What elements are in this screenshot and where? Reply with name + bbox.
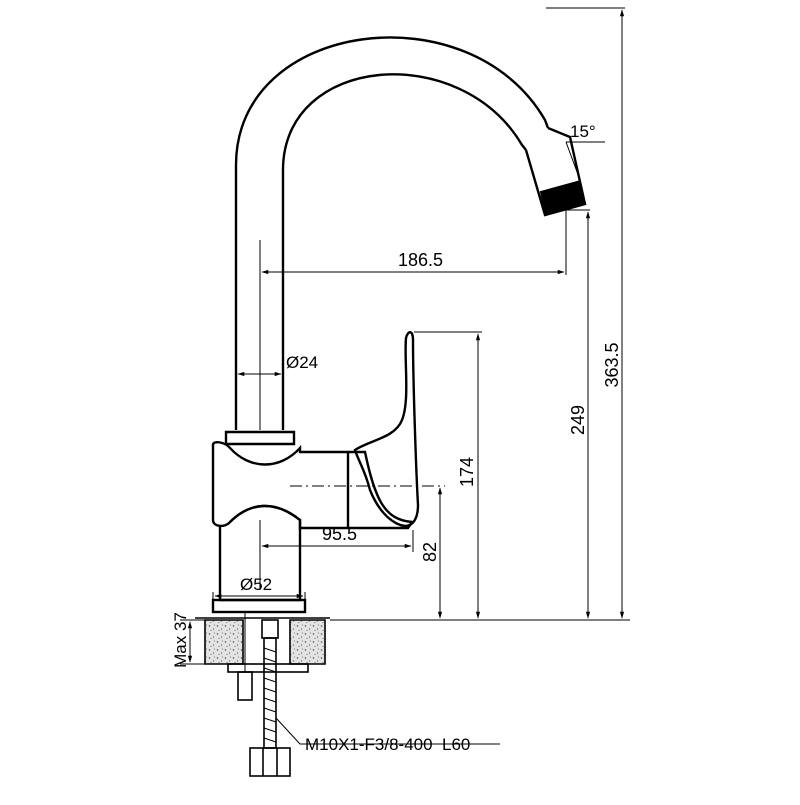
label-spout-reach: 186.5: [398, 250, 443, 270]
hose-leader-line: [275, 717, 500, 745]
flexible-hose: [249, 619, 291, 777]
countertop-left: [204, 619, 244, 665]
hose-nut: [249, 747, 291, 777]
label-max-thickness: Max 37: [171, 612, 190, 668]
lower-body: [218, 504, 302, 602]
spout-outer-contour: [234, 36, 550, 430]
dimension-lines: [187, 9, 625, 745]
label-outlet-height: 249: [568, 405, 588, 435]
lever-handle: [353, 331, 420, 528]
extension-lines: [180, 7, 630, 665]
spout-inner-contour: [281, 73, 527, 430]
spout: [234, 36, 587, 430]
handle-connector: [348, 450, 415, 530]
spout-collar: [224, 430, 296, 446]
label-base-diameter: Ø52: [240, 575, 272, 594]
mounting-washer: [227, 663, 309, 673]
hose-braid: [263, 647, 277, 743]
hose-fitting-top: [261, 619, 279, 639]
label-angle: 15°: [570, 122, 596, 141]
aerator-tip: [540, 181, 585, 215]
stud-bolt: [237, 671, 253, 701]
mixer-body: [211, 440, 350, 530]
label-body-height: 82: [420, 542, 440, 562]
label-hose-spec: M10X1-F3/8-400 L60: [305, 735, 470, 754]
base-plate: [211, 598, 307, 614]
countertop-right: [289, 619, 326, 665]
label-handle-height: 174: [457, 457, 477, 487]
mounting: [195, 612, 330, 777]
faucet-body: [211, 331, 420, 614]
dimension-labels: 15° 186.5 Ø24 363.5 249 174 95.5 82 Ø52 …: [171, 122, 622, 754]
angle-leg: [565, 141, 581, 181]
label-total-height: 363.5: [602, 342, 622, 387]
label-handle-reach: 95.5: [322, 524, 357, 544]
label-tube-diameter: Ø24: [286, 353, 318, 372]
